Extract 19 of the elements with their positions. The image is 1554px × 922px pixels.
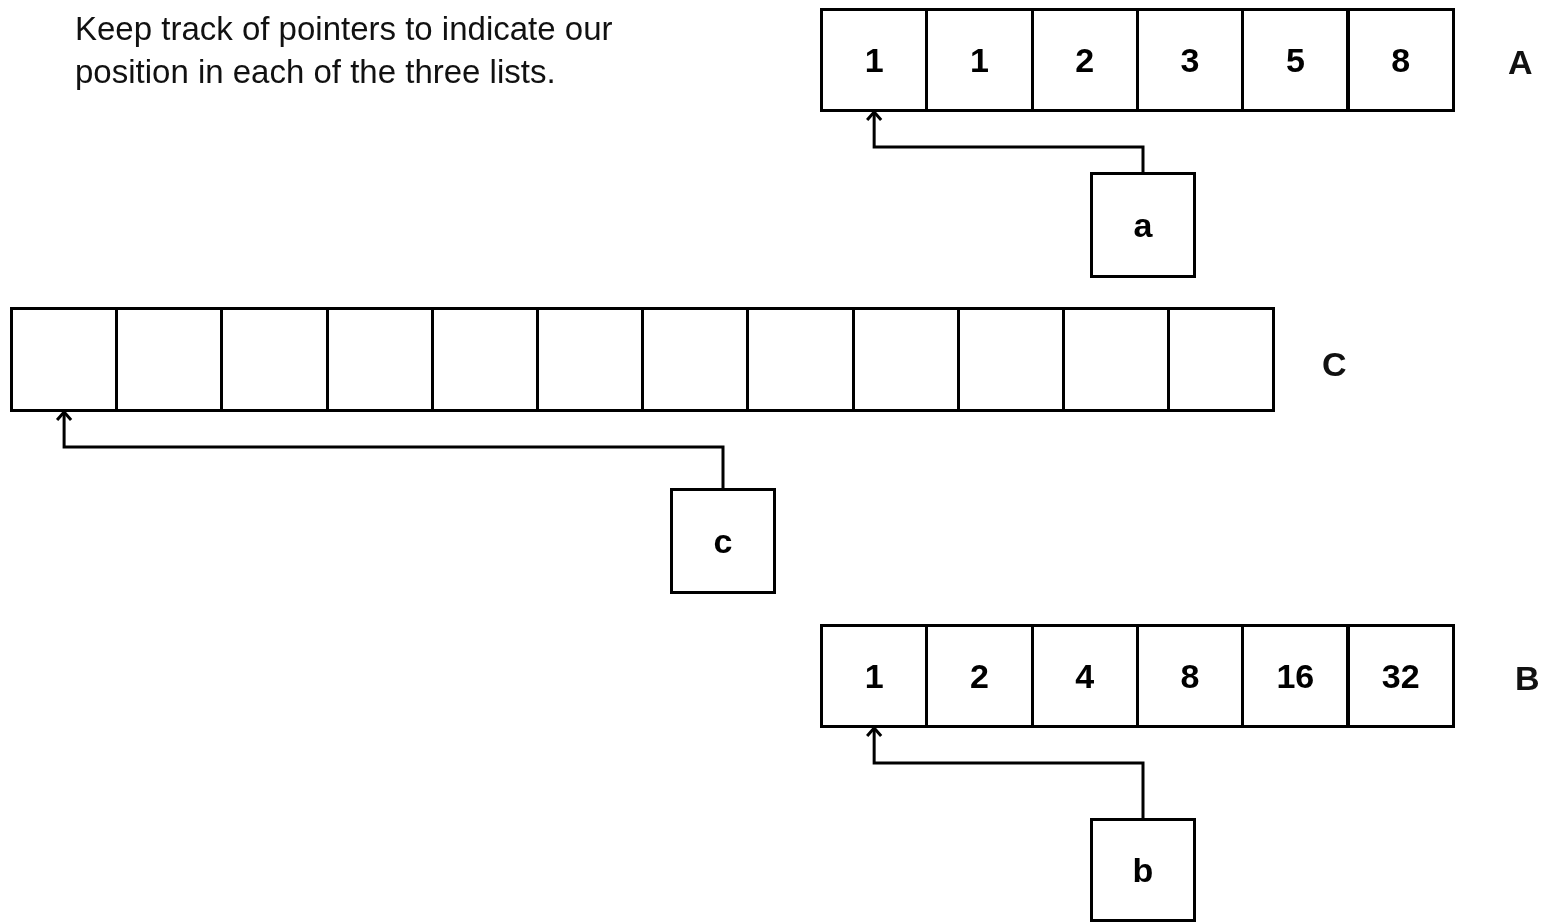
array-name: B [1515, 658, 1540, 699]
pointer-box: b [1090, 818, 1196, 922]
pointer-arrow [865, 726, 1145, 818]
pointer-arrow [55, 410, 725, 488]
array-name: A [1508, 42, 1533, 83]
array-cell: 5 [1241, 8, 1350, 112]
array-name: C [1322, 344, 1347, 385]
array-cell: 1 [925, 8, 1034, 112]
pointer-box: a [1090, 172, 1196, 278]
array-cell [220, 307, 329, 412]
array-cell [1167, 307, 1276, 412]
array-cell: 8 [1346, 8, 1455, 112]
array-cell: 16 [1241, 624, 1350, 728]
array-cell: 2 [925, 624, 1034, 728]
array-cell: 32 [1346, 624, 1455, 728]
array-cell [746, 307, 855, 412]
pointer-arrow [865, 110, 1145, 172]
note-text: Keep track of pointers to indicate our position in each of the three lists. [75, 9, 614, 92]
pointer-box: c [670, 488, 776, 594]
